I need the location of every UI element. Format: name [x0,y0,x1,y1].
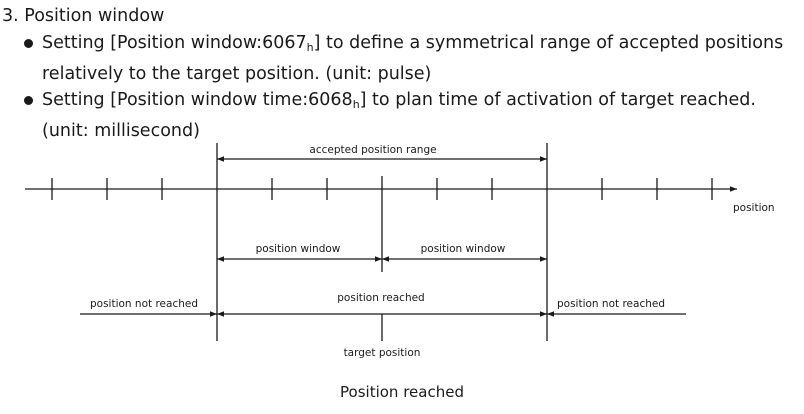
reached-label: position reached [337,292,424,304]
bullet-subscript: h [352,98,360,111]
section-heading: 3. Position window [2,6,165,26]
left-window-label: position window [256,243,341,255]
bullet-subscript: h [306,41,314,54]
bullet-list: Setting [Position window:6067h] to defin… [22,30,792,144]
bullet-dot-icon [24,39,33,48]
figure-caption: Position reached [340,383,464,401]
bullet-item-position-window-time: Setting [Position window time:6068h] to … [22,87,792,144]
bullet-dot-icon [24,96,33,105]
not-reached-left-label: position not reached [90,298,198,310]
axis-label: position [733,202,775,214]
accepted-range-label: accepted position range [309,144,436,156]
bullet-text-post: ] to plan time of activation of target r… [42,90,756,141]
axis-ticks [51,178,713,200]
bullet-text-pre: Setting [Position window time:6068 [42,90,353,110]
bullet-text-pre: Setting [Position window:6067 [42,33,307,53]
bullet-text-post: ] to define a symmetrical range of accep… [42,33,784,84]
target-position-label: target position [344,347,421,359]
right-window-label: position window [421,243,506,255]
not-reached-right-label: position not reached [557,298,665,310]
bullet-item-position-window: Setting [Position window:6067h] to defin… [22,30,792,87]
